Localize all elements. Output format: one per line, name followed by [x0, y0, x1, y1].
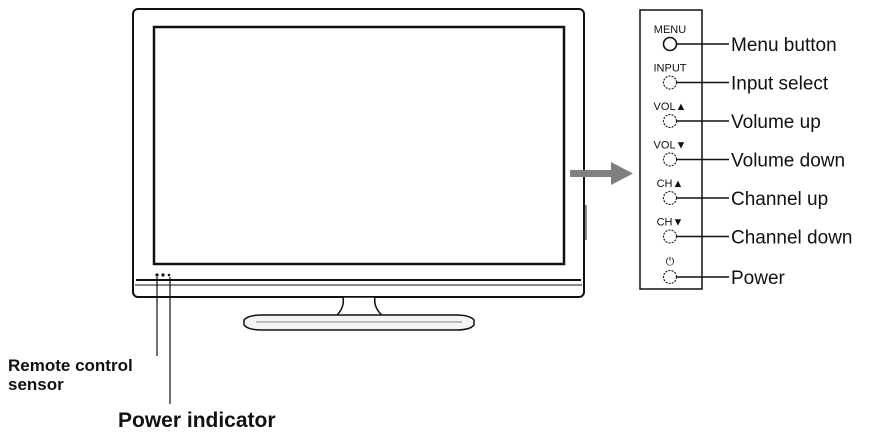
ch-down-label: Channel down: [731, 228, 852, 249]
remote-sensor-label-line2: sensor: [8, 375, 64, 394]
power-indicator-label: Power indicator: [118, 409, 276, 432]
vol-down-caption: VOL▼: [654, 140, 687, 152]
vol-down-button: [662, 152, 678, 167]
power-indicator-dot-2: [167, 273, 171, 277]
remote-sensor-dot: [155, 273, 159, 277]
right-arrow-icon: [570, 162, 633, 185]
menu-button: [662, 36, 678, 52]
remote-sensor-label-line1: Remote control: [8, 356, 133, 375]
tv-screen: [152, 25, 566, 266]
ch-down-caption: CH▼: [657, 217, 684, 229]
ch-up-label: Channel up: [731, 189, 828, 210]
vol-down-label: Volume down: [731, 151, 845, 172]
power-label: Power: [731, 268, 786, 289]
power-caption: ⏻: [666, 256, 675, 268]
ch-up-caption: CH▲: [657, 178, 684, 190]
vol-up-button: [662, 113, 678, 129]
ch-up-button: [662, 190, 678, 206]
ch-down-button: [662, 229, 678, 244]
power-indicator-dot: [161, 273, 165, 277]
power-button: [662, 269, 678, 285]
input-caption: INPUT: [654, 63, 687, 75]
menu-label: Menu button: [731, 35, 837, 56]
input-button: [662, 75, 678, 90]
input-label: Input select: [731, 74, 829, 95]
menu-caption: MENU: [654, 24, 686, 36]
vol-up-label: Volume up: [731, 112, 821, 133]
tv-stand-neck: [333, 296, 387, 318]
vol-up-caption: VOL▲: [654, 101, 687, 113]
